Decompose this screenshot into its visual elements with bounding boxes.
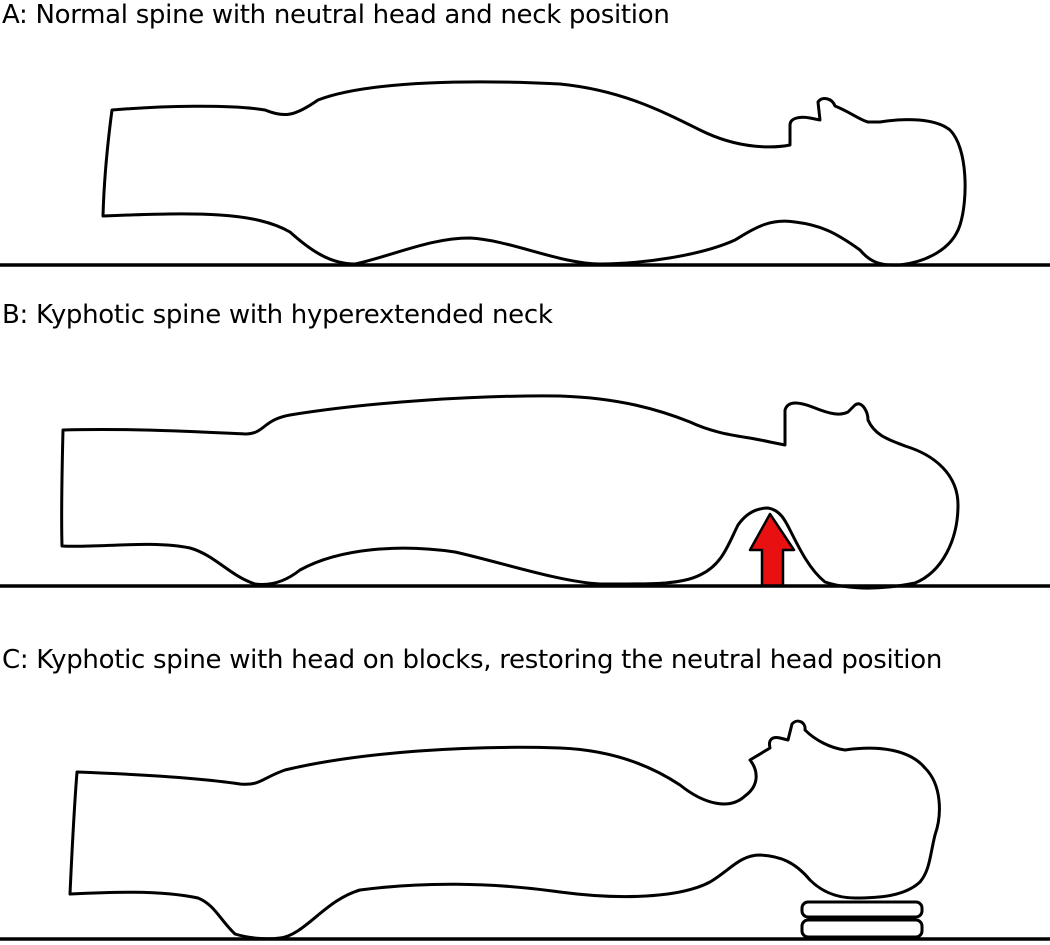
head-block-upper — [800, 900, 924, 919]
panel-c-caption: C: Kyphotic spine with head on blocks, r… — [2, 645, 942, 675]
head-block-lower — [800, 918, 924, 939]
panel-b-caption: B: Kyphotic spine with hyperextended nec… — [2, 300, 553, 330]
panel-a-caption: A: Normal spine with neutral head and ne… — [2, 0, 670, 30]
normal-spine-body-outline — [101, 80, 967, 267]
panel-b-figure — [0, 394, 1050, 590]
panel-c-figure — [0, 719, 1050, 941]
panel-a-figure — [0, 80, 1050, 267]
kyphotic-hyperextended-body-outline — [60, 394, 960, 590]
